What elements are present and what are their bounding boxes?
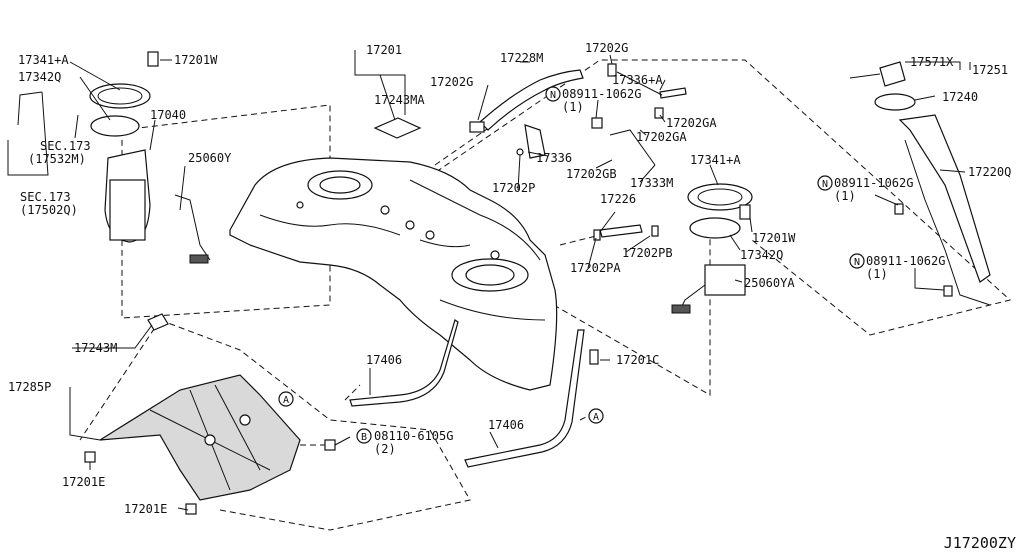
label-17251: 17251: [972, 63, 1008, 77]
label-17201: 17201: [366, 43, 402, 57]
n-marker-a-text: N: [550, 90, 556, 101]
label-17571x: 17571X: [910, 55, 954, 69]
callout-a-left-text: A: [283, 395, 289, 406]
label-17202g-left: 17202G: [430, 75, 473, 89]
n-marker-b-text: N: [822, 179, 828, 190]
label-n08911-b-qty: (1): [834, 189, 856, 203]
label-17202p: 17202P: [492, 181, 535, 195]
fuel-tank-17201[interactable]: [229, 157, 558, 391]
callout-a-right: [588, 408, 604, 424]
label-17240: 17240: [942, 90, 978, 104]
label-17336a: 17336+A: [612, 73, 663, 87]
tank-strap-right-17406[interactable]: [464, 329, 585, 468]
leader-lines: [7, 50, 971, 511]
label-17202ga-2: 17202GA: [636, 130, 687, 144]
label-17201w-top: 17201W: [174, 53, 218, 67]
label-17220q: 17220Q: [968, 165, 1011, 179]
label-n08911-a-qty: (1): [562, 100, 584, 114]
label-sec173-b-sub: (17502Q): [20, 203, 78, 217]
n-marker-c-circle: [849, 253, 865, 269]
b-marker-circle: [356, 428, 372, 444]
insulator-17243m[interactable]: [147, 313, 169, 331]
n-marker-b-circle: [817, 175, 833, 191]
label-17341a-right: 17341+A: [690, 153, 741, 167]
label-17342q-left: 17342Q: [18, 70, 61, 84]
dashed-assembly-lines: [79, 59, 1012, 531]
label-25060y: 25060Y: [188, 151, 232, 165]
diagram-id: J17200ZY: [944, 534, 1016, 552]
label-17040: 17040: [150, 108, 186, 122]
label-sec173-b: SEC.173: [20, 190, 71, 204]
label-17202g-top: 17202G: [585, 41, 628, 55]
label-17243m: 17243M: [74, 341, 117, 355]
callout-markers: A A N N N B: [278, 86, 865, 444]
n-marker-c-text: N: [854, 257, 860, 268]
label-17226: 17226: [600, 192, 636, 206]
label-17202pb: 17202PB: [622, 246, 673, 260]
label-17285p: 17285P: [8, 380, 51, 394]
heat-shield-17285p[interactable]: [99, 374, 301, 501]
part-labels: 17341+A 17201W 17342Q 17040 SEC.173 (175…: [8, 41, 1016, 552]
left-fuel-pump-assembly[interactable]: [17, 51, 211, 264]
right-fuel-pump-assembly[interactable]: [671, 183, 753, 314]
label-17228m: 17228M: [500, 51, 543, 65]
label-n08911-c: 08911-1062G: [866, 254, 945, 268]
insulator-pad-17243ma[interactable]: [373, 117, 422, 139]
label-17202ga-1: 17202GA: [666, 116, 717, 130]
label-17406-left: 17406: [366, 353, 402, 367]
label-n08911-c-qty: (1): [866, 267, 888, 281]
n-marker-a-circle: [545, 86, 561, 102]
filler-neck-assembly[interactable]: [849, 61, 991, 306]
label-n08911-a: 08911-1062G: [562, 87, 641, 101]
label-n08911-b: 08911-1062G: [834, 176, 913, 190]
label-17341a-left: 17341+A: [18, 53, 69, 67]
label-17202gb: 17202GB: [566, 167, 617, 181]
label-17342q-right: 17342Q: [740, 248, 783, 262]
callout-a-left: [278, 391, 294, 407]
label-b08110-qty: (2): [374, 442, 396, 456]
label-sec173-a: SEC.173: [40, 139, 91, 153]
label-17243ma: 17243MA: [374, 93, 425, 107]
label-17333m: 17333M: [630, 176, 673, 190]
hoses-and-clamps[interactable]: [469, 63, 687, 241]
label-b08110: 08110-6105G: [374, 429, 453, 443]
label-17201e-left: 17201E: [62, 475, 105, 489]
label-sec173-a-sub: (17532M): [28, 152, 86, 166]
label-25060ya: 25060YA: [744, 276, 795, 290]
tank-strap-left-17406[interactable]: [349, 319, 459, 407]
callout-a-right-text: A: [593, 412, 599, 423]
label-17201c: 17201C: [616, 353, 659, 367]
label-17201e-bottom: 17201E: [124, 502, 167, 516]
label-17406-right: 17406: [488, 418, 524, 432]
label-17201w-right: 17201W: [752, 231, 796, 245]
label-17336: 17336: [536, 151, 572, 165]
label-17202pa: 17202PA: [570, 261, 621, 275]
b-marker-text: B: [361, 432, 367, 443]
